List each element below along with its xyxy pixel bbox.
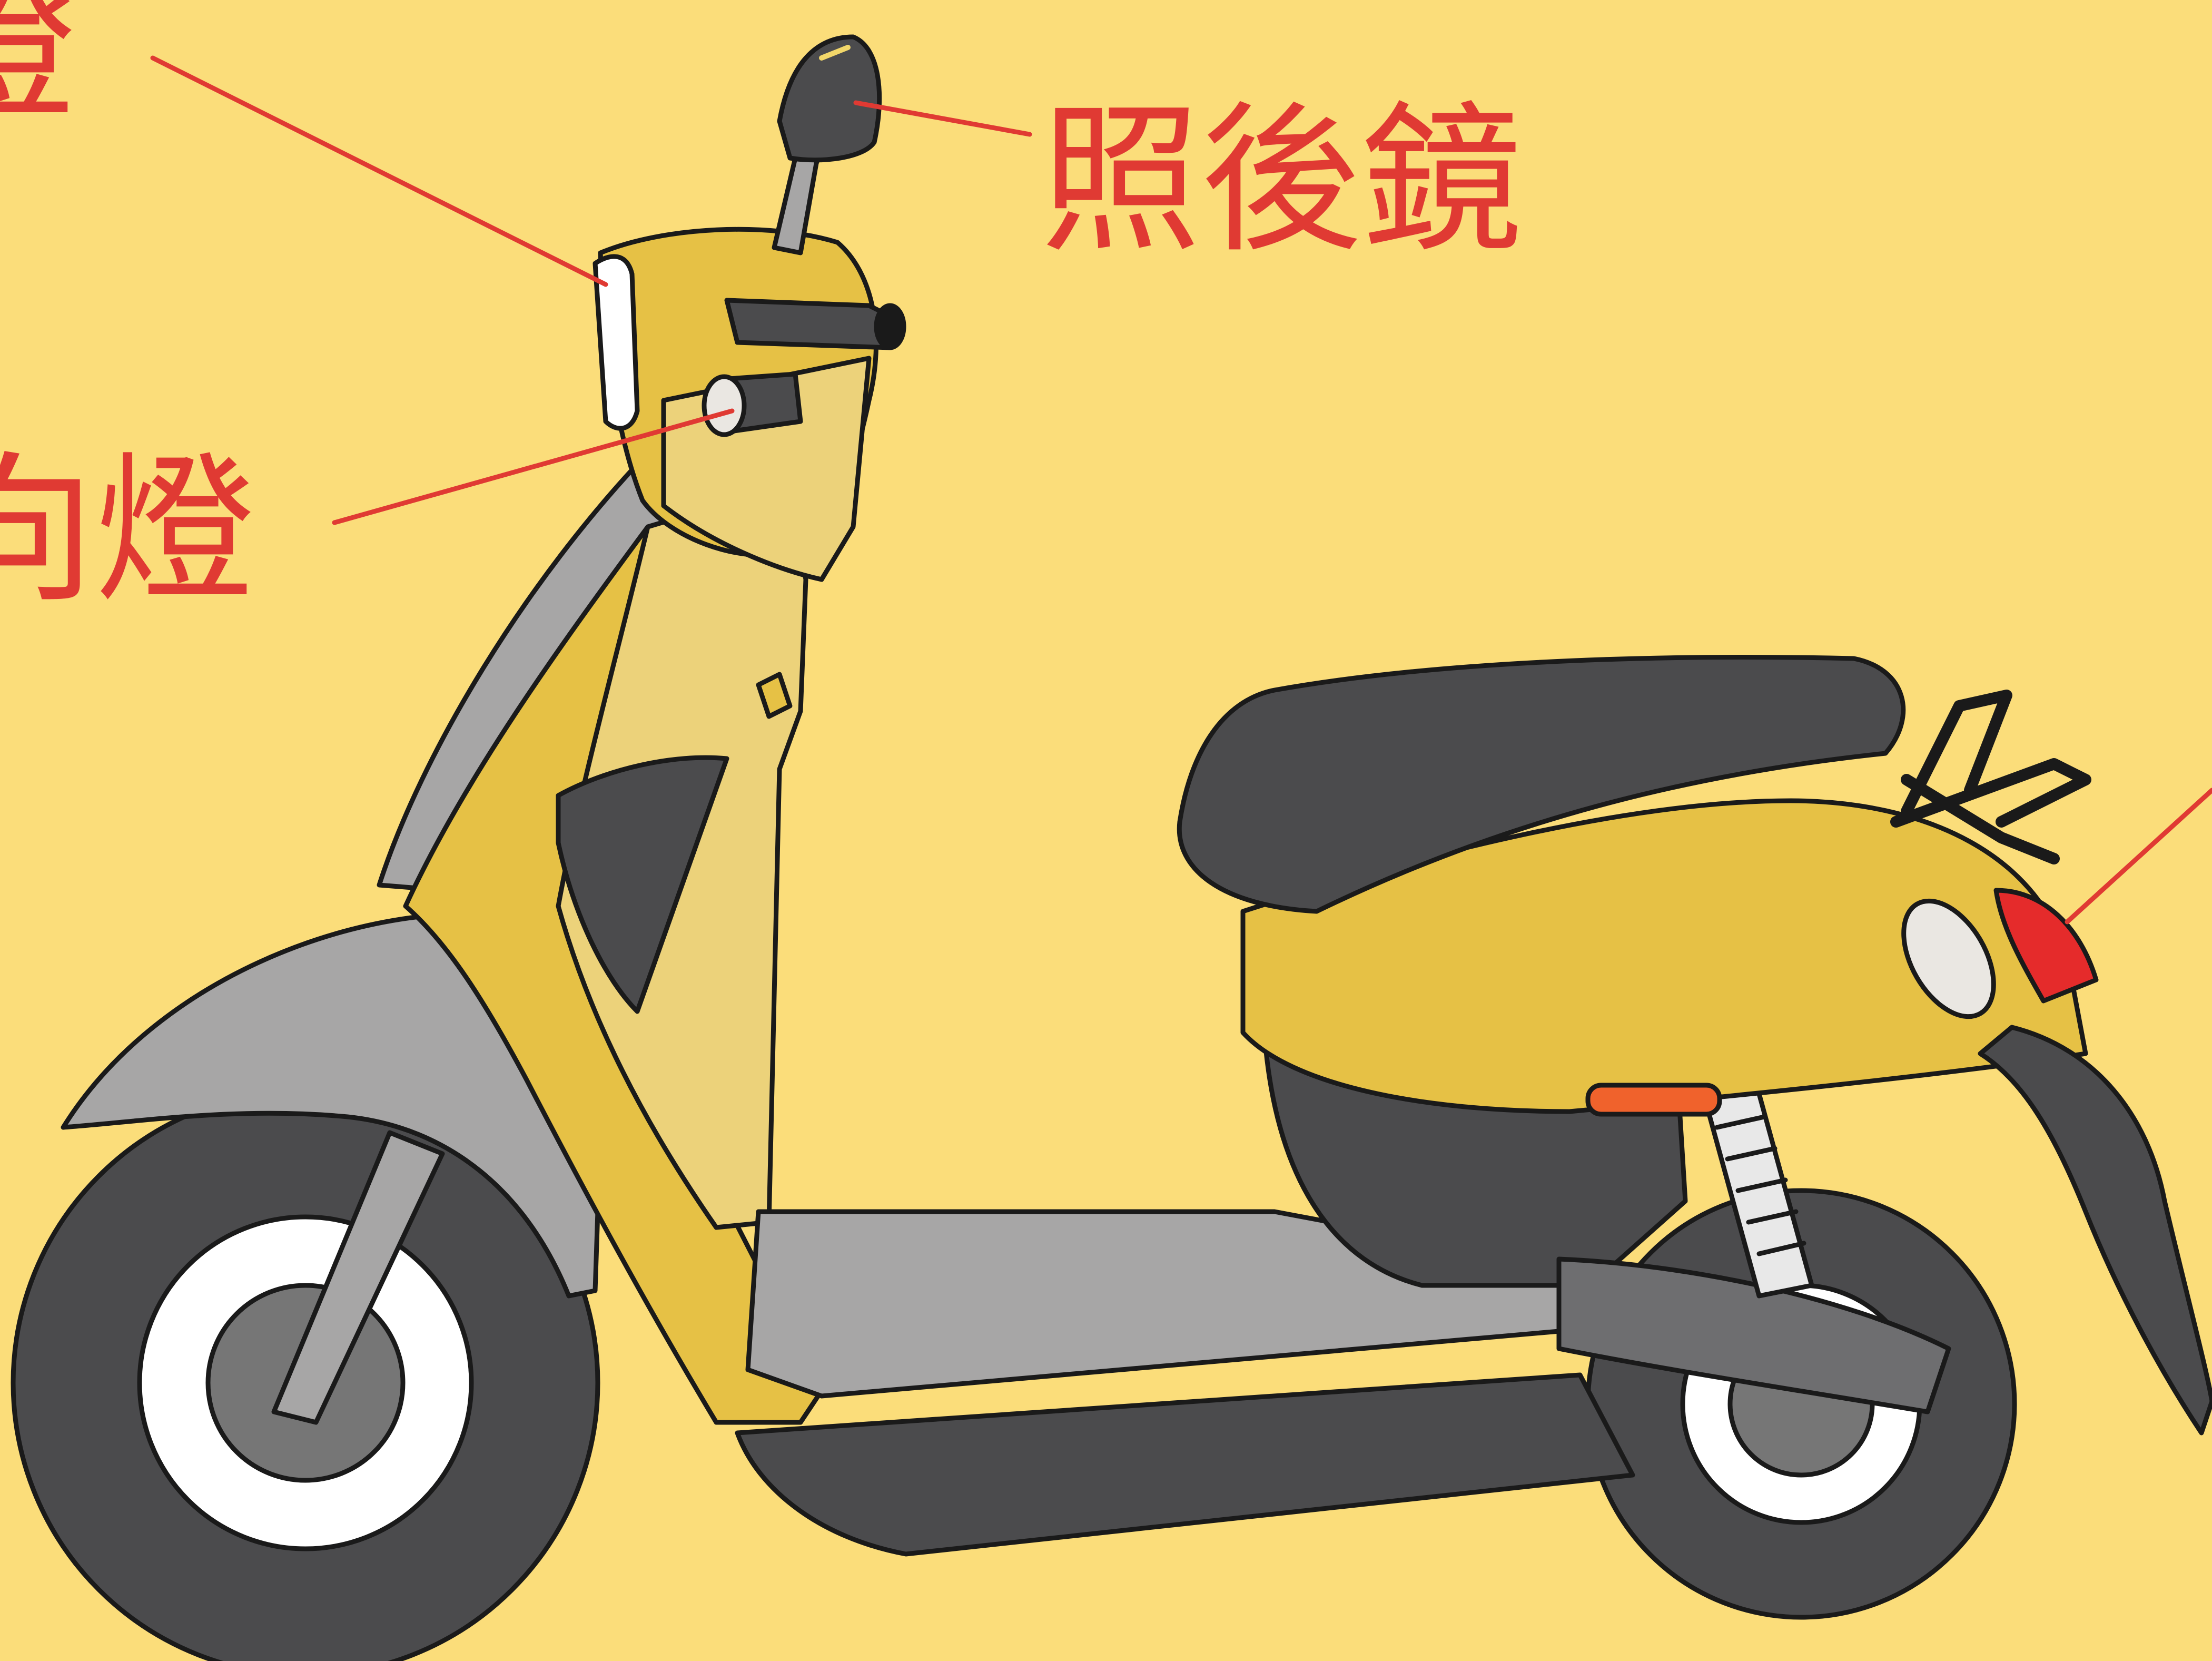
side-reflector [1588, 1085, 1720, 1114]
label-turn-signal: 向燈 [0, 450, 255, 611]
leader-line-headlight [153, 58, 606, 284]
front-turn-signal [704, 374, 801, 435]
label-mirror: 照後鏡 [1040, 100, 1522, 261]
leader-line-tail-light [2067, 790, 2212, 922]
leader-line-mirror [856, 103, 1030, 134]
underbody [737, 1375, 1633, 1554]
rear-fender [1980, 1027, 2212, 1433]
label-headlight: 燈 [0, 0, 76, 129]
